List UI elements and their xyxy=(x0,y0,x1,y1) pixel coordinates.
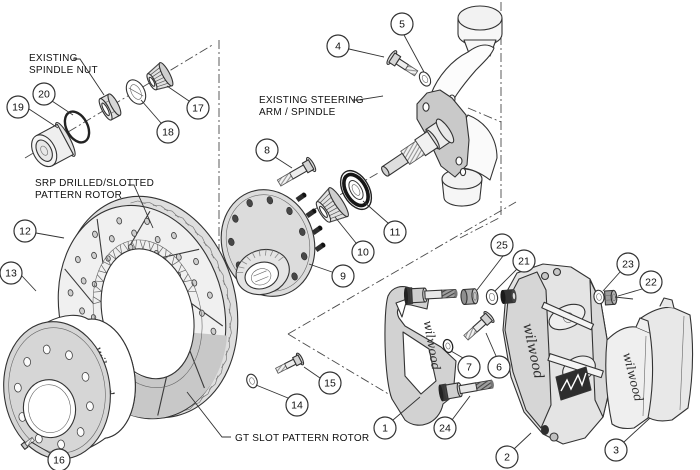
svg-text:25: 25 xyxy=(496,240,508,252)
callout-5: 5 xyxy=(390,12,414,36)
callout-22: 22 xyxy=(639,270,663,294)
caliper-bolt-drawing xyxy=(463,311,495,341)
stud-nut-drawing xyxy=(603,289,618,306)
callout-19: 19 xyxy=(6,95,30,119)
lock-washer-drawing xyxy=(418,71,432,87)
svg-text:19: 19 xyxy=(12,102,24,114)
svg-text:14: 14 xyxy=(291,400,303,412)
svg-text:10: 10 xyxy=(357,247,369,259)
wheel-studs-drawing xyxy=(295,192,326,253)
inner-bearing-drawing xyxy=(315,187,349,223)
callout-24: 24 xyxy=(433,416,457,440)
svg-text:2: 2 xyxy=(504,452,510,464)
caliper-drawing: wilwood xyxy=(500,263,612,445)
rotor-washer-drawing xyxy=(246,373,258,389)
callout-7: 7 xyxy=(457,355,481,379)
callout-12: 12 xyxy=(13,219,37,243)
set-screw-drawing xyxy=(20,436,35,450)
svg-text:22: 22 xyxy=(645,277,657,289)
svg-text:9: 9 xyxy=(340,271,346,283)
spindle-nut-drawing xyxy=(98,93,122,121)
svg-text:15: 15 xyxy=(324,378,336,390)
hat-register-holes xyxy=(14,344,94,450)
callout-6: 6 xyxy=(487,355,511,379)
svg-text:SPINDLE NUT: SPINDLE NUT xyxy=(29,65,98,76)
svg-text:23: 23 xyxy=(622,259,634,271)
svg-text:12: 12 xyxy=(19,226,31,238)
callout-2: 2 xyxy=(495,445,519,469)
callout-14: 14 xyxy=(285,393,309,417)
callout-10: 10 xyxy=(351,240,375,264)
thrust-washer-drawing xyxy=(125,79,147,105)
spacer-drawing xyxy=(460,288,479,306)
stud-washer-drawing xyxy=(485,289,499,305)
label-gt-rotor: GT SLOT PATTERN ROTOR xyxy=(235,433,369,444)
svg-text:1: 1 xyxy=(382,423,388,435)
nut-leader-extension xyxy=(614,296,634,300)
grease-seal-drawing xyxy=(339,169,373,211)
label-existing-spindle-nut: EXISTING xyxy=(29,53,78,64)
hub-bolt-drawing xyxy=(276,156,317,187)
svg-text:4: 4 xyxy=(335,41,341,53)
dust-cap-drawing xyxy=(31,121,76,168)
svg-text:17: 17 xyxy=(192,103,204,115)
callout-18: 18 xyxy=(156,120,180,144)
callout-20: 20 xyxy=(32,82,56,106)
callout-3: 3 xyxy=(604,438,628,462)
lower-mount-stud-drawing xyxy=(438,379,494,402)
callout-17: 17 xyxy=(186,96,210,120)
steering-knuckle-drawing xyxy=(416,5,503,207)
svg-text:7: 7 xyxy=(466,362,472,374)
callout-13: 13 xyxy=(0,261,23,285)
svg-text:6: 6 xyxy=(496,362,502,374)
svg-text:16: 16 xyxy=(53,455,65,467)
svg-text:3: 3 xyxy=(613,445,619,457)
caliper-bolt-washer-drawing xyxy=(442,338,454,354)
rotor-vane-edge-hatch xyxy=(130,200,232,412)
outer-bearing-drawing xyxy=(146,62,174,91)
label-srp-rotor: SRP DRILLED/SLOTTED xyxy=(35,178,154,189)
rotor-bolt-drawing xyxy=(275,352,305,374)
callout-balloons: 1 2 3 4 5 6 7 8 9 10 11 12 13 14 15 16 1… xyxy=(0,12,663,470)
spindle-stub-drawing xyxy=(381,118,455,177)
callout-9: 9 xyxy=(331,264,355,288)
svg-text:ARM / SPINDLE: ARM / SPINDLE xyxy=(259,107,336,118)
callout-25: 25 xyxy=(490,233,514,257)
svg-text:13: 13 xyxy=(5,268,17,280)
text-labels: EXISTING SPINDLE NUT EXISTING STEERING A… xyxy=(29,53,369,444)
bridge-tube xyxy=(547,353,604,379)
caliper-lug-bushing xyxy=(500,289,517,304)
hat-drawing: wilwood xyxy=(3,314,136,460)
callout-11: 11 xyxy=(383,220,407,244)
callout-1: 1 xyxy=(373,416,397,440)
hub-drawing xyxy=(220,189,316,297)
brake-pads-drawing: wilwood xyxy=(605,297,694,430)
caliper-bracket-drawing: wilwood xyxy=(384,286,457,426)
svg-text:18: 18 xyxy=(162,127,174,139)
rotor-inner-vane-windows xyxy=(92,239,197,305)
callout-23: 23 xyxy=(616,252,640,276)
svg-text:PATTERN ROTOR: PATTERN ROTOR xyxy=(35,190,122,201)
svg-text:20: 20 xyxy=(38,89,50,101)
lightning-logo-mark xyxy=(560,372,587,392)
callout-16: 16 xyxy=(47,448,71,470)
bridge-tube xyxy=(541,301,595,331)
svg-text:21: 21 xyxy=(518,256,530,268)
steering-arm-bolt-drawing xyxy=(386,50,419,77)
nut-washer-drawing xyxy=(593,289,605,305)
callout-8: 8 xyxy=(255,138,279,162)
svg-text:5: 5 xyxy=(399,19,405,31)
svg-text:24: 24 xyxy=(439,423,451,435)
svg-text:8: 8 xyxy=(264,145,270,157)
leader-lines xyxy=(21,34,651,454)
label-existing-steering-arm: EXISTING STEERING xyxy=(259,95,364,106)
hub-snout-knurl xyxy=(236,249,285,273)
upper-mount-stud-drawing xyxy=(403,287,458,305)
svg-text:11: 11 xyxy=(390,227,401,239)
callout-15: 15 xyxy=(318,371,342,395)
callout-4: 4 xyxy=(326,34,350,58)
callout-21: 21 xyxy=(512,249,536,273)
